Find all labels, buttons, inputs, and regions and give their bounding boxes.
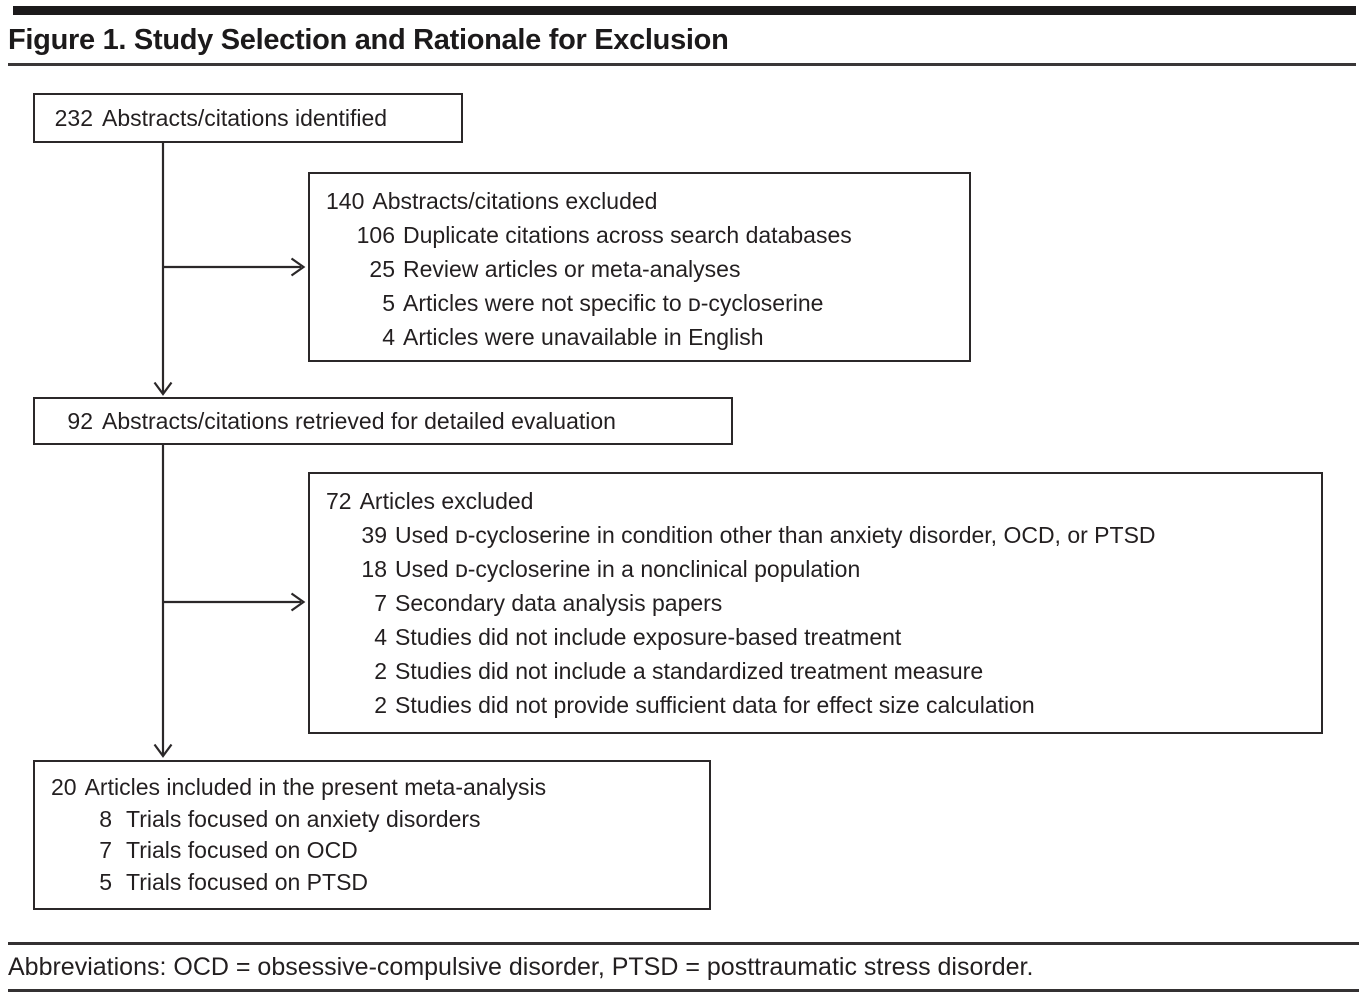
- flow-line: 5 Articles were not specific to ᴅ-cyclos…: [326, 286, 957, 320]
- line-text: Abstracts/citations identified: [102, 105, 388, 131]
- line-text: Articles were not specific to ᴅ-cycloser…: [403, 290, 824, 316]
- line-text: Used ᴅ-cycloserine in a nonclinical popu…: [395, 556, 861, 582]
- line-number: 2: [374, 658, 387, 684]
- arrowhead-down-1: [153, 381, 173, 396]
- line-number: 5: [99, 868, 112, 895]
- flow-line: 140 Abstracts/citations excluded: [326, 184, 957, 218]
- line-number: 5: [382, 290, 395, 316]
- arrowhead-down-2: [153, 743, 173, 758]
- flow-line: 7 Trials focused on OCD: [51, 835, 697, 867]
- figure-title: Figure 1. Study Selection and Rationale …: [8, 24, 729, 56]
- line-text: Used ᴅ-cycloserine in condition other th…: [395, 522, 1156, 548]
- flow-line: 92 Abstracts/citations retrieved for det…: [51, 404, 616, 438]
- line-text: Abstracts/citations excluded: [372, 188, 658, 214]
- line-text: Abstracts/citations retrieved for detail…: [102, 408, 616, 434]
- line-text: Trials focused on PTSD: [126, 868, 369, 895]
- line-number: 20: [51, 774, 77, 800]
- footer-rule-bottom: [8, 989, 1359, 992]
- abbreviations-note: Abbreviations: OCD = obsessive-compulsiv…: [8, 953, 1034, 981]
- flow-line: 8 Trials focused on anxiety disorders: [51, 804, 697, 836]
- line-text: Articles excluded: [359, 488, 534, 514]
- line-text: Articles included in the present meta-an…: [84, 774, 547, 800]
- flow-line: 232 Abstracts/citations identified: [51, 101, 387, 135]
- line-text: Studies did not include exposure-based t…: [395, 624, 902, 650]
- line-text: Trials focused on OCD: [126, 837, 358, 863]
- title-underline: [8, 63, 1356, 66]
- flow-line: 39 Used ᴅ-cycloserine in condition other…: [326, 518, 1309, 552]
- flow-line: 2 Studies did not provide sufficient dat…: [326, 688, 1309, 722]
- arrowhead-right-2: [290, 592, 306, 612]
- flow-line: 25 Review articles or meta-analyses: [326, 252, 957, 286]
- box-included: 20 Articles included in the present meta…: [33, 760, 711, 910]
- line-number: 140: [326, 188, 365, 214]
- flow-line: 2 Studies did not include a standardized…: [326, 654, 1309, 688]
- line-number: 7: [374, 590, 387, 616]
- box-articles-excluded: 72 Articles excluded 39 Used ᴅ-cycloseri…: [308, 472, 1323, 734]
- line-number: 92: [67, 408, 93, 434]
- line-text: Review articles or meta-analyses: [403, 256, 741, 282]
- arrowhead-right-1: [290, 257, 306, 277]
- line-text: Duplicate citations across search databa…: [403, 222, 852, 248]
- flow-line: 4 Studies did not include exposure-based…: [326, 620, 1309, 654]
- line-number: 106: [356, 222, 395, 248]
- box-identified: 232 Abstracts/citations identified: [33, 93, 463, 143]
- flow-line: 106 Duplicate citations across search da…: [326, 218, 957, 252]
- flow-line: 18 Used ᴅ-cycloserine in a nonclinical p…: [326, 552, 1309, 586]
- top-rule: [13, 6, 1356, 15]
- line-number: 4: [382, 324, 395, 350]
- line-number: 4: [374, 624, 387, 650]
- line-number: 8: [99, 805, 112, 832]
- line-number: 18: [361, 556, 387, 582]
- line-text: Trials focused on anxiety disorders: [126, 805, 481, 832]
- box-retrieved: 92 Abstracts/citations retrieved for det…: [33, 397, 733, 445]
- flow-line: 4 Articles were unavailable in English: [326, 320, 957, 354]
- line-text: Secondary data analysis papers: [395, 590, 723, 616]
- line-number: 7: [99, 837, 112, 863]
- line-number: 232: [54, 105, 93, 131]
- footer-rule-top: [8, 942, 1359, 945]
- flow-line: 7 Secondary data analysis papers: [326, 586, 1309, 620]
- line-number: 2: [374, 692, 387, 718]
- line-number: 72: [326, 488, 352, 514]
- flow-line: 72 Articles excluded: [326, 484, 1309, 518]
- line-number: 25: [369, 256, 395, 282]
- flow-line: 5 Trials focused on PTSD: [51, 867, 697, 899]
- line-text: Studies did not provide sufficient data …: [395, 692, 1035, 718]
- line-number: 39: [361, 522, 387, 548]
- flow-line: 20 Articles included in the present meta…: [51, 772, 697, 804]
- line-text: Articles were unavailable in English: [403, 324, 764, 350]
- box-abstracts-excluded: 140 Abstracts/citations excluded 106 Dup…: [308, 172, 971, 362]
- line-text: Studies did not include a standardized t…: [395, 658, 984, 684]
